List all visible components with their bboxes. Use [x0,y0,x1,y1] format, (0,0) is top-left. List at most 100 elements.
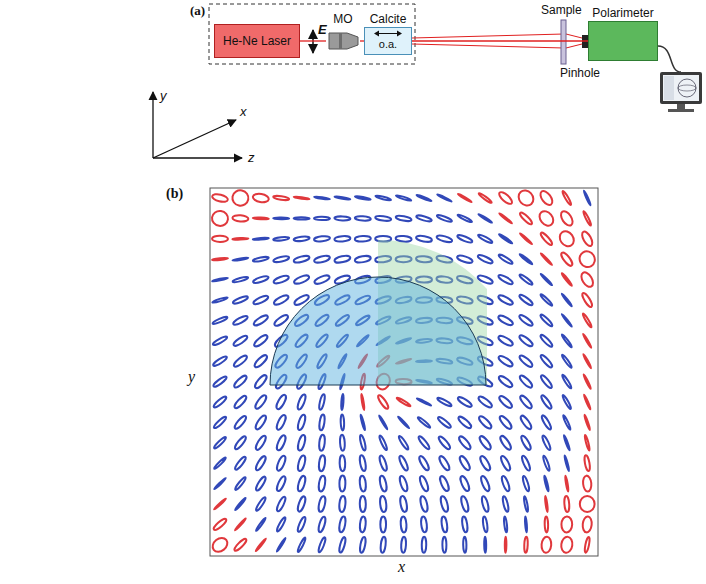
polarization-ellipse [212,375,227,388]
polarization-ellipse [355,195,371,200]
polarization-ellipse [398,435,410,450]
polarization-ellipse [380,537,387,553]
polarization-ellipse [233,435,247,451]
polarization-ellipse [437,416,452,429]
node-label: MO [333,12,352,27]
polarization-ellipse [252,294,269,306]
polarization-ellipse [584,415,591,431]
polarization-ellipse [478,213,492,223]
polarization-ellipse [275,496,286,512]
calcite-crystal: Calciteo.a. [364,12,412,58]
polarization-ellipse [318,394,326,411]
polarization-ellipse [293,236,309,242]
polarization-ellipse [417,416,431,429]
polarization-ellipse [399,496,408,513]
polarization-ellipse [255,538,266,551]
polarization-ellipse [498,253,514,265]
polarization-ellipse [439,496,449,513]
polarization-ellipse [545,496,549,512]
polarization-ellipse [580,230,594,248]
polarization-ellipse [359,435,367,451]
polarization-ellipse [580,496,595,512]
polarization-ellipse [539,313,553,327]
polarization-ellipse [313,274,330,285]
polarization-ellipse [314,235,330,242]
polarization-ellipse [234,518,246,531]
polarization-ellipse [360,414,366,430]
polarization-ellipse [519,273,534,286]
node-label: Polarimeter [592,6,653,21]
polarization-ellipse [339,476,345,492]
polarization-ellipse [436,234,453,243]
polarization-ellipse [498,233,512,244]
polarization-ellipse [380,516,386,532]
polarization-ellipse [561,516,572,532]
polarization-ellipse [442,537,446,553]
polarization-ellipse [232,238,248,240]
polarization-ellipse [354,255,371,264]
axis-label: x [398,558,405,576]
polarization-ellipse [518,293,534,306]
monitor [660,72,702,104]
node-label: He-Ne Laser [223,34,291,49]
polarization-ellipse [334,196,350,200]
polarization-ellipse [213,416,228,430]
polarization-ellipse [273,236,289,241]
polarization-ellipse [338,516,346,533]
arrow-shaft [377,33,399,34]
polarization-ellipse [436,397,452,408]
polarization-ellipse [540,293,554,306]
polarization-ellipse [500,475,510,492]
axis-label: y [188,368,195,386]
polarization-ellipse [518,374,533,389]
polarization-ellipse [273,294,290,307]
polarization-ellipse [524,537,528,553]
polarization-ellipse [521,455,532,472]
polarization-ellipse [582,211,592,226]
polarization-ellipse [396,195,412,202]
polarization-ellipse [584,537,591,553]
polarization-ellipse [339,455,345,471]
axis-label: y [160,88,167,103]
polarization-ellipse [255,496,267,511]
polarization-ellipse [397,416,409,429]
polarization-ellipse [457,435,472,451]
polarization-ellipse [212,316,228,325]
polarization-ellipse [543,476,549,492]
polarization-ellipse [233,537,248,552]
panel-label: (a) [190,3,205,19]
polarization-ellipse [582,516,592,533]
polarization-ellipse [253,217,269,219]
objective-lens [329,33,358,49]
polarization-ellipse [294,217,310,220]
node-body: o.a. [364,27,412,55]
polarization-ellipse [359,455,367,472]
polarization-ellipse [561,190,572,205]
polarization-ellipse [477,395,493,409]
polarization-ellipse [234,456,247,471]
polarization-ellipse [254,434,267,451]
polarization-ellipse [233,374,248,389]
polarization-ellipse [518,314,534,328]
polarization-ellipse [233,394,248,409]
polarization-ellipse [212,517,227,531]
polarization-ellipse [497,374,513,388]
polarization-ellipse [253,353,269,368]
panel-label: (b) [166,186,183,202]
polarization-ellipse [519,211,534,226]
polarization-ellipse [518,354,534,369]
polarization-ellipse [234,476,247,491]
polarization-ellipse [582,313,593,328]
polarization-ellipse [520,435,533,451]
polarization-ellipse [293,255,310,264]
polarization-ellipse [457,214,473,223]
polarization-ellipse [361,394,365,410]
polarization-ellipse [463,537,467,553]
polarization-ellipse [481,496,490,513]
screen-panel [664,76,674,100]
polarization-ellipse [458,193,473,203]
polarization-ellipse [234,497,246,511]
polarization-ellipse [379,496,387,513]
cable [658,46,681,72]
